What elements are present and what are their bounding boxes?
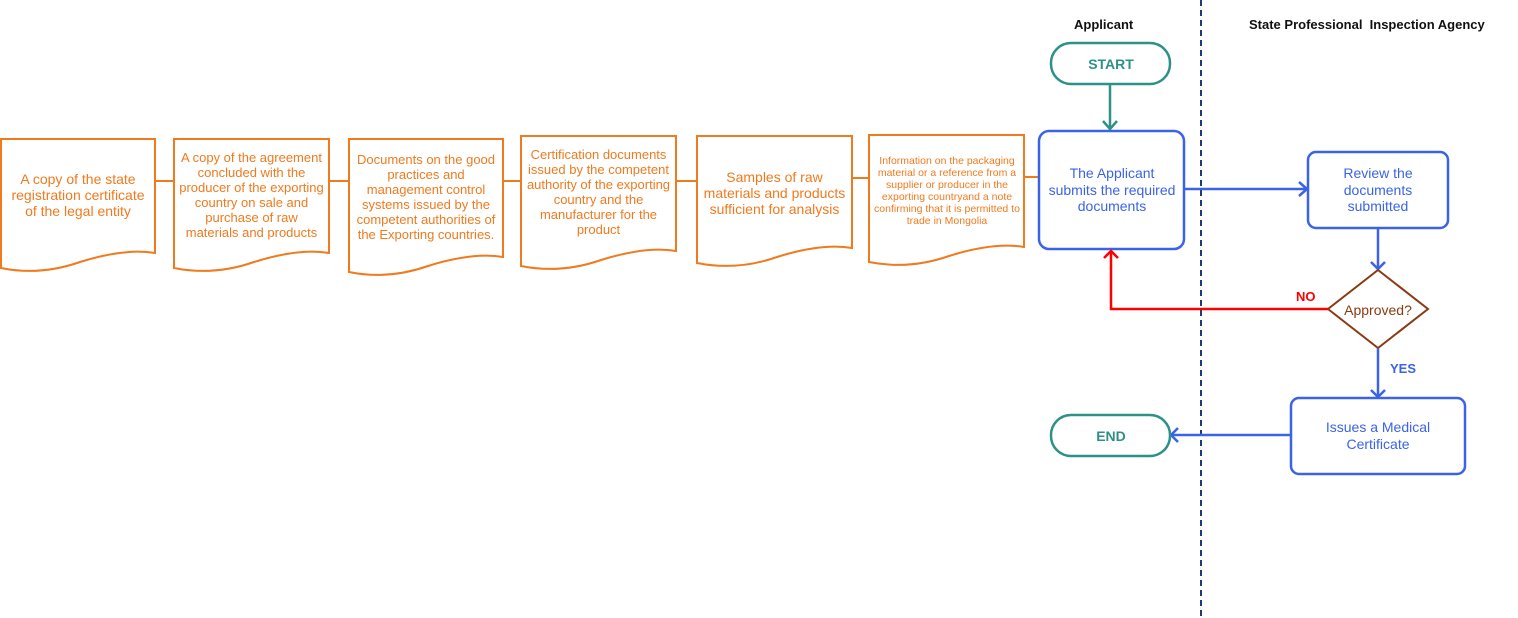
end-terminal: END [1096, 427, 1126, 444]
document-shape-2 [173, 138, 330, 272]
lane-title-agency: State Professional Inspection Agency [1249, 17, 1485, 32]
document-1: A copy of the state registration certifi… [11, 170, 145, 220]
document-6: Information on the packaging material or… [874, 154, 1020, 228]
approved-decision: Approved? [1344, 302, 1412, 318]
lane-title-applicant: Applicant [1074, 17, 1134, 32]
document-2: A copy of the agreement concluded with t… [179, 150, 324, 240]
document-shape-1 [0, 138, 156, 272]
review-documents-process: Review the documents submitted [1343, 164, 1413, 215]
no-edge-label: NO [1296, 289, 1316, 304]
document-shape-6 [868, 134, 1025, 266]
arrowhead-icon [1102, 120, 1118, 131]
document-shape-5 [696, 135, 853, 267]
no-edge-arrow [1109, 252, 1328, 311]
end-terminal-shape [1049, 413, 1172, 458]
document-4: Certification documents issued by the co… [526, 147, 671, 237]
document-3: Documents on the good practices and mana… [356, 152, 496, 242]
start-terminal: START [1088, 55, 1134, 72]
arrowhead-icon [1103, 249, 1119, 259]
issue-certificate-process: Issues a Medical Certificate [1325, 419, 1431, 452]
document-shape-3 [348, 138, 504, 276]
submit-documents-process: The Applicant submits the required docum… [1048, 164, 1176, 215]
yes-edge-label: YES [1390, 361, 1417, 376]
document-5: Samples of raw materials and products su… [703, 168, 846, 218]
document-shape-4 [520, 135, 677, 270]
